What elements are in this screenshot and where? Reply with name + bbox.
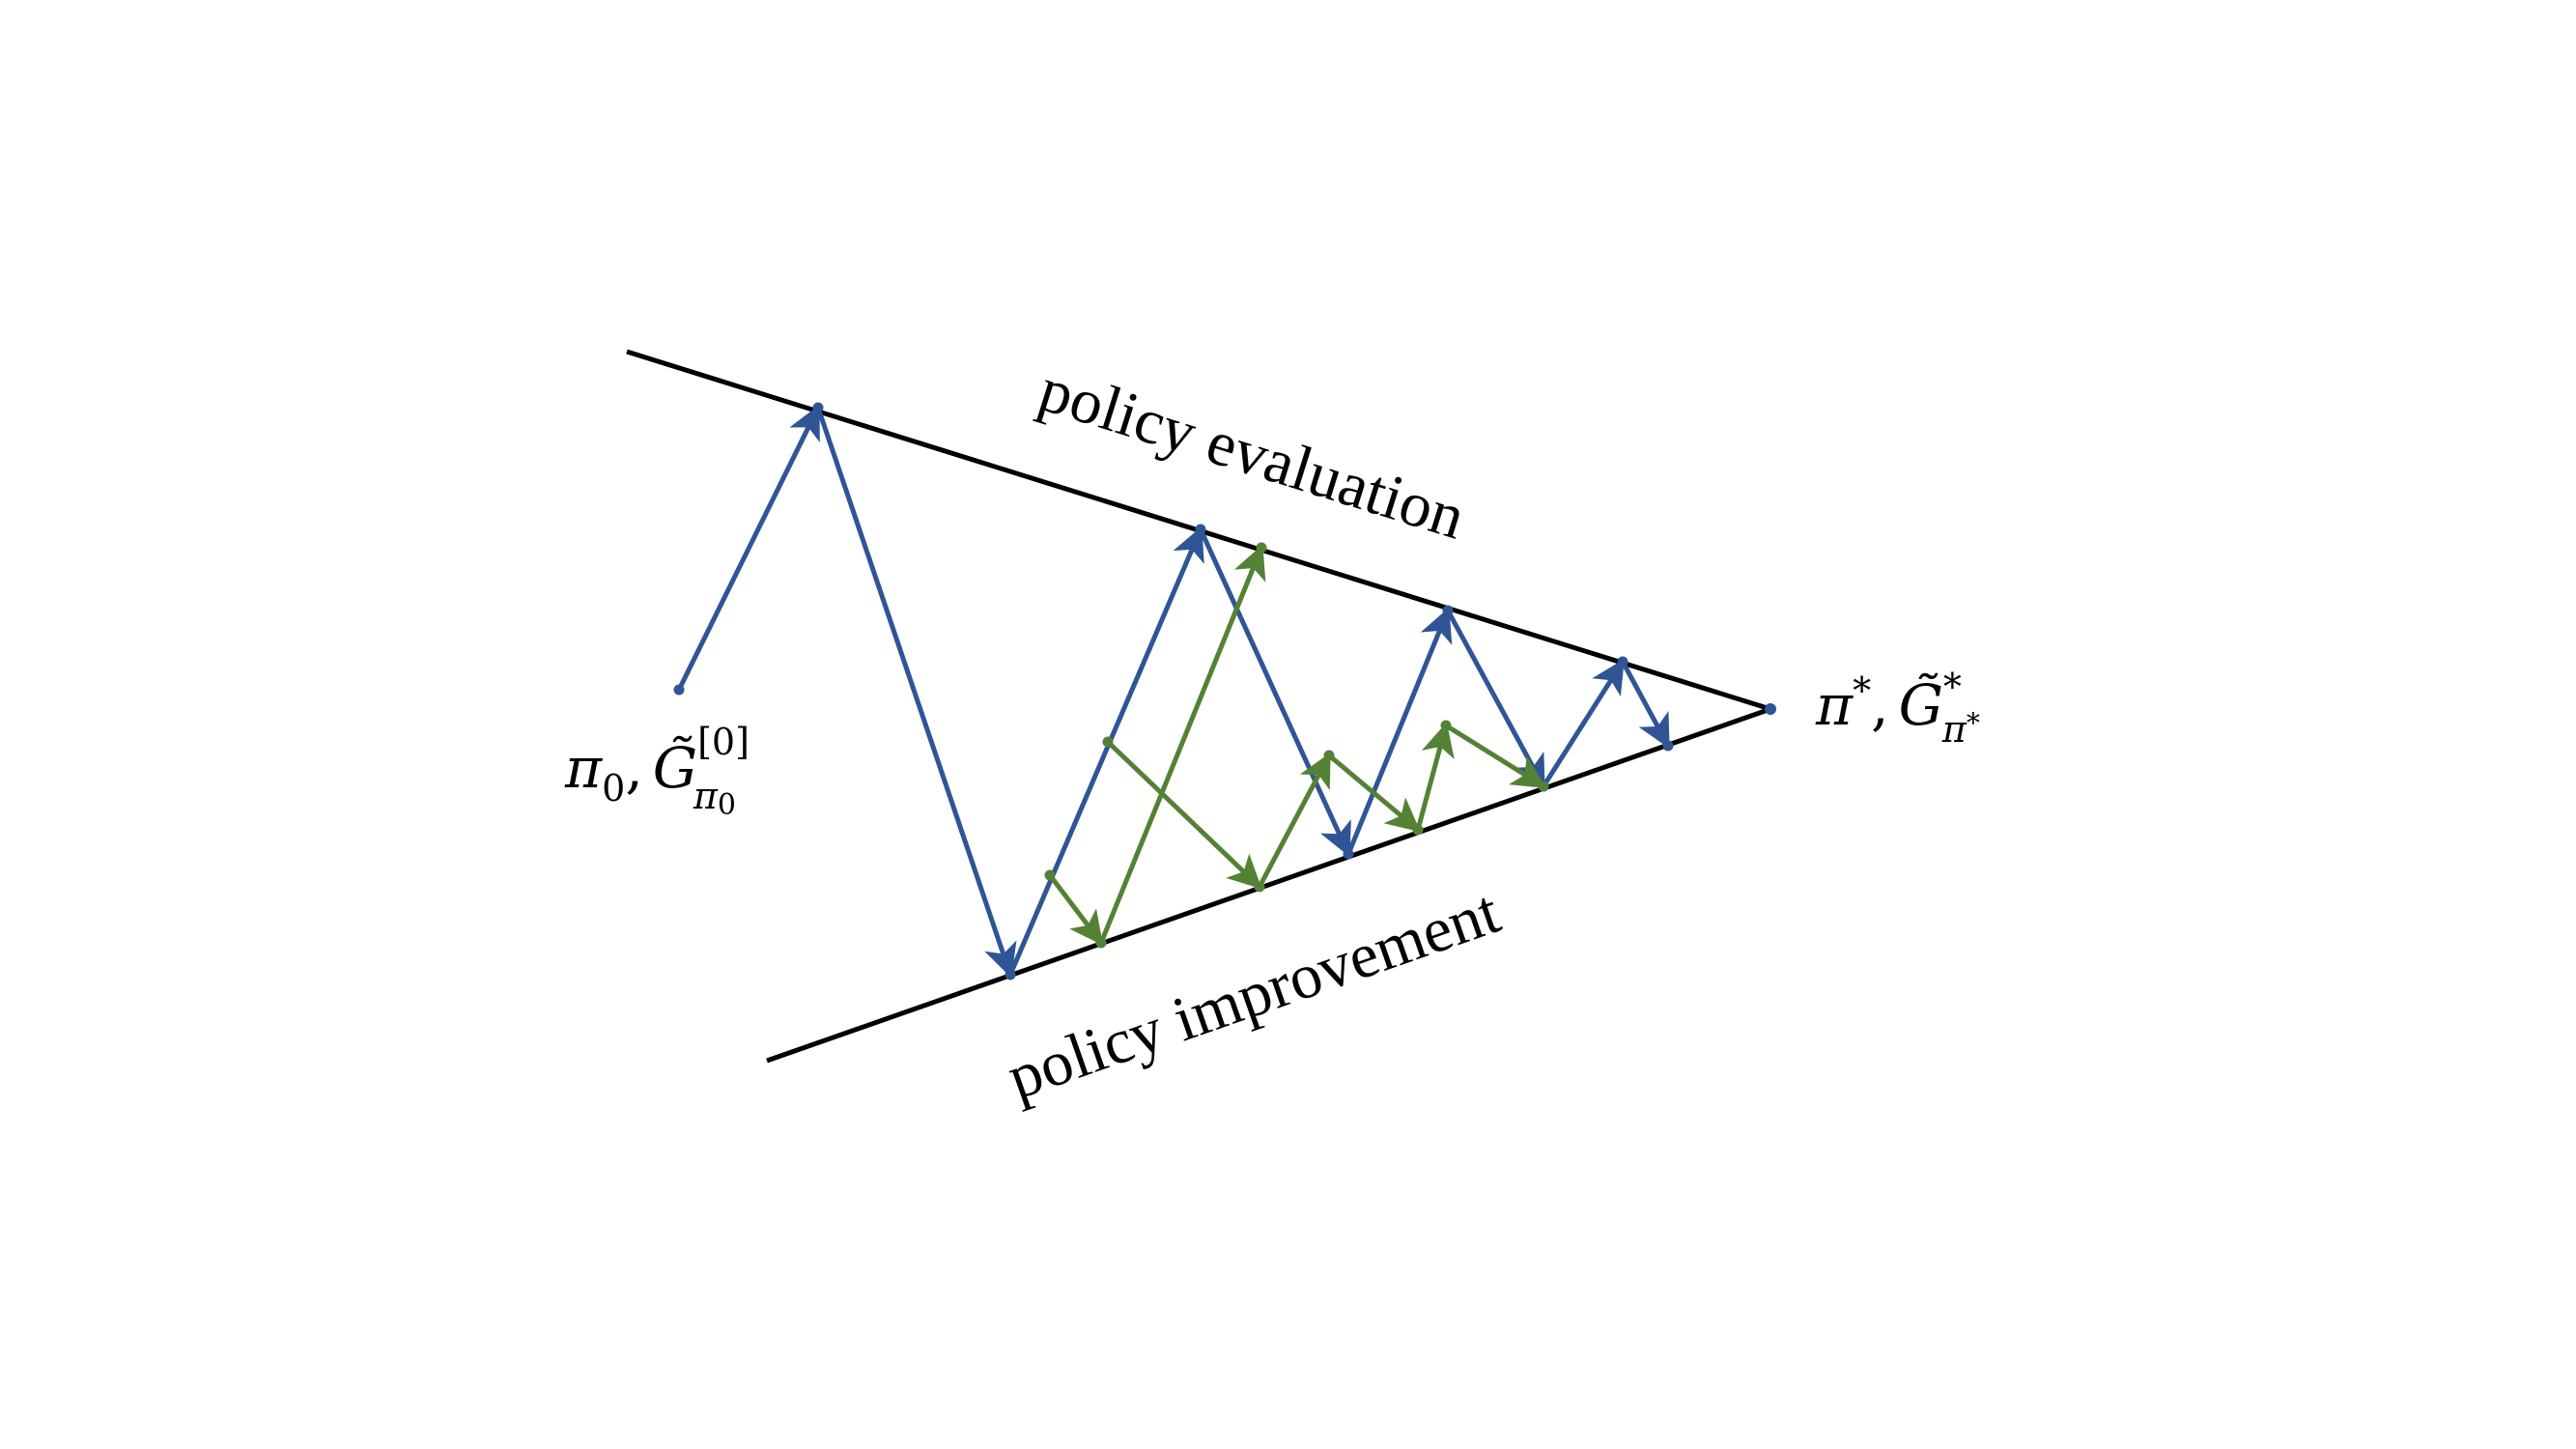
green-point	[1095, 937, 1107, 949]
green-arrow	[1257, 752, 1332, 889]
green-arrow	[1327, 753, 1421, 833]
blue-point	[1617, 656, 1628, 668]
policy-evaluation-label: policy evaluation	[1032, 354, 1473, 553]
blue-arrow	[676, 404, 821, 692]
policy-improvement-line	[766, 706, 1771, 1064]
green-point	[1538, 781, 1549, 792]
blue-arrow	[1620, 660, 1671, 750]
green-point	[1044, 869, 1056, 881]
blue-arrow	[1541, 659, 1626, 788]
blue-point	[1662, 740, 1674, 752]
blue-arrow	[815, 407, 1017, 979]
blue-point	[673, 684, 685, 696]
blue-point	[1343, 848, 1354, 860]
green-point	[1412, 824, 1424, 836]
green-arrow	[1048, 873, 1104, 946]
green-arrow	[1106, 740, 1262, 890]
green-arrow	[1415, 722, 1455, 831]
blue-point	[812, 402, 824, 413]
green-arrow	[1444, 723, 1546, 789]
green-point	[1323, 750, 1335, 761]
end-point-label: π*,G̃*π*	[1815, 666, 1980, 751]
blue-point	[1005, 969, 1016, 980]
blue-arrow	[1007, 526, 1204, 976]
green-point	[1254, 881, 1265, 893]
start-point-label: π0,G̃[0]π0	[564, 721, 750, 822]
green-point	[1102, 736, 1114, 748]
green-point	[1440, 720, 1452, 731]
blue-trajectory	[673, 402, 1674, 980]
blue-point	[1442, 605, 1454, 616]
blue-arrow	[1345, 607, 1453, 855]
green-point	[1256, 542, 1267, 554]
green-trajectory	[1044, 542, 1549, 949]
blue-point	[1195, 524, 1206, 535]
green-arrow	[1098, 544, 1266, 944]
blue-arrow	[1445, 609, 1546, 790]
blue-arrow	[1198, 527, 1351, 858]
optimal-point	[1765, 703, 1776, 715]
